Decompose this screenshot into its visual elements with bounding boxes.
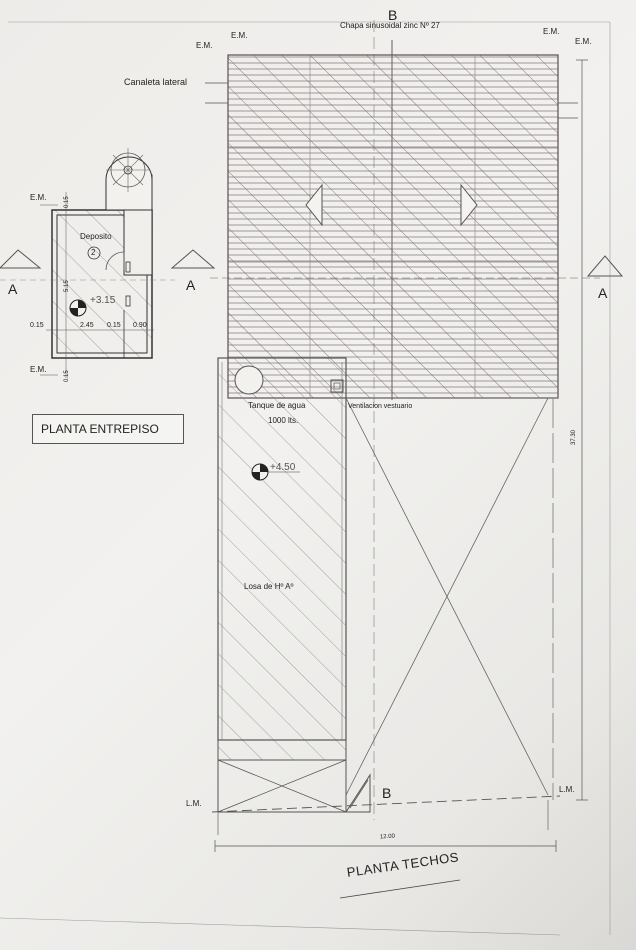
mezzanine-plan-title: PLANTA ENTREPISO [41, 422, 159, 436]
deposit-room-label: Deposito [80, 232, 112, 241]
section-b-top-label: B [388, 7, 398, 23]
mezz-dim-v-3: 0.15 [64, 370, 70, 382]
em-label-1: E.M. [196, 41, 213, 50]
room-number-label: 2 [91, 248, 96, 257]
mezz-level-label: +3.15 [90, 295, 116, 306]
length-dimension-label: 37.30 [571, 429, 577, 445]
mezz-dim-h-1: 0.15 [30, 322, 44, 329]
mezz-dim-h-2: 2.45 [80, 322, 94, 329]
ventilation-symbol [330, 379, 344, 393]
lm-left-label: L.M. [186, 799, 202, 808]
ventilation-label: Ventilacion vestuario [348, 403, 413, 410]
mezz-dim-h-4: 0.90 [133, 322, 147, 329]
lm-right-label: L.M. [559, 785, 575, 794]
width-dimension-label: 12.00 [379, 833, 396, 841]
em-label-2: E.M. [231, 31, 248, 40]
roof-level-label: +4.50 [270, 462, 296, 473]
section-a-left-label: A [186, 277, 196, 293]
margin-line-bottom [0, 917, 561, 936]
section-marker-a-left [170, 249, 216, 269]
mezz-dim-v-2: 5.15 [64, 280, 70, 292]
spiral-stair-symbol [105, 156, 153, 211]
mezz-em-top-label: E.M. [30, 193, 47, 202]
em-label-4: E.M. [575, 37, 592, 46]
water-tank-label: Tanque de agua [248, 401, 306, 410]
section-a-right-label: A [598, 285, 608, 301]
slab-label: Losa de Hº Aº [244, 582, 294, 591]
gutter-label: Canaleta lateral [124, 77, 188, 87]
roof-material-label: Chapa sinusoidal zinc Nº 27 [340, 21, 440, 30]
water-tank-symbol [234, 365, 264, 395]
mezz-dim-h-3: 0.15 [107, 322, 121, 329]
roof-area [205, 40, 578, 400]
section-marker-mezz-left [0, 249, 42, 269]
mezzanine-floor-plan [0, 148, 175, 378]
entry-strip [211, 739, 561, 835]
slope-arrow-right [460, 183, 478, 227]
open-patio-area [345, 397, 558, 800]
em-label-3: E.M. [543, 27, 560, 36]
mezz-em-bottom-label: E.M. [30, 365, 47, 374]
tank-capacity-label: 1000 lts. [268, 416, 299, 425]
slope-arrow-left [305, 183, 323, 227]
mezz-dim-v-1: 0.15 [64, 196, 70, 208]
mezzanine-title-box: PLANTA ENTREPISO [32, 414, 184, 444]
room-number-circle [87, 246, 101, 260]
section-b-bottom-label: B [382, 785, 392, 801]
section-marker-a-right [586, 255, 624, 277]
mezz-section-a-left-label: A [8, 281, 18, 297]
